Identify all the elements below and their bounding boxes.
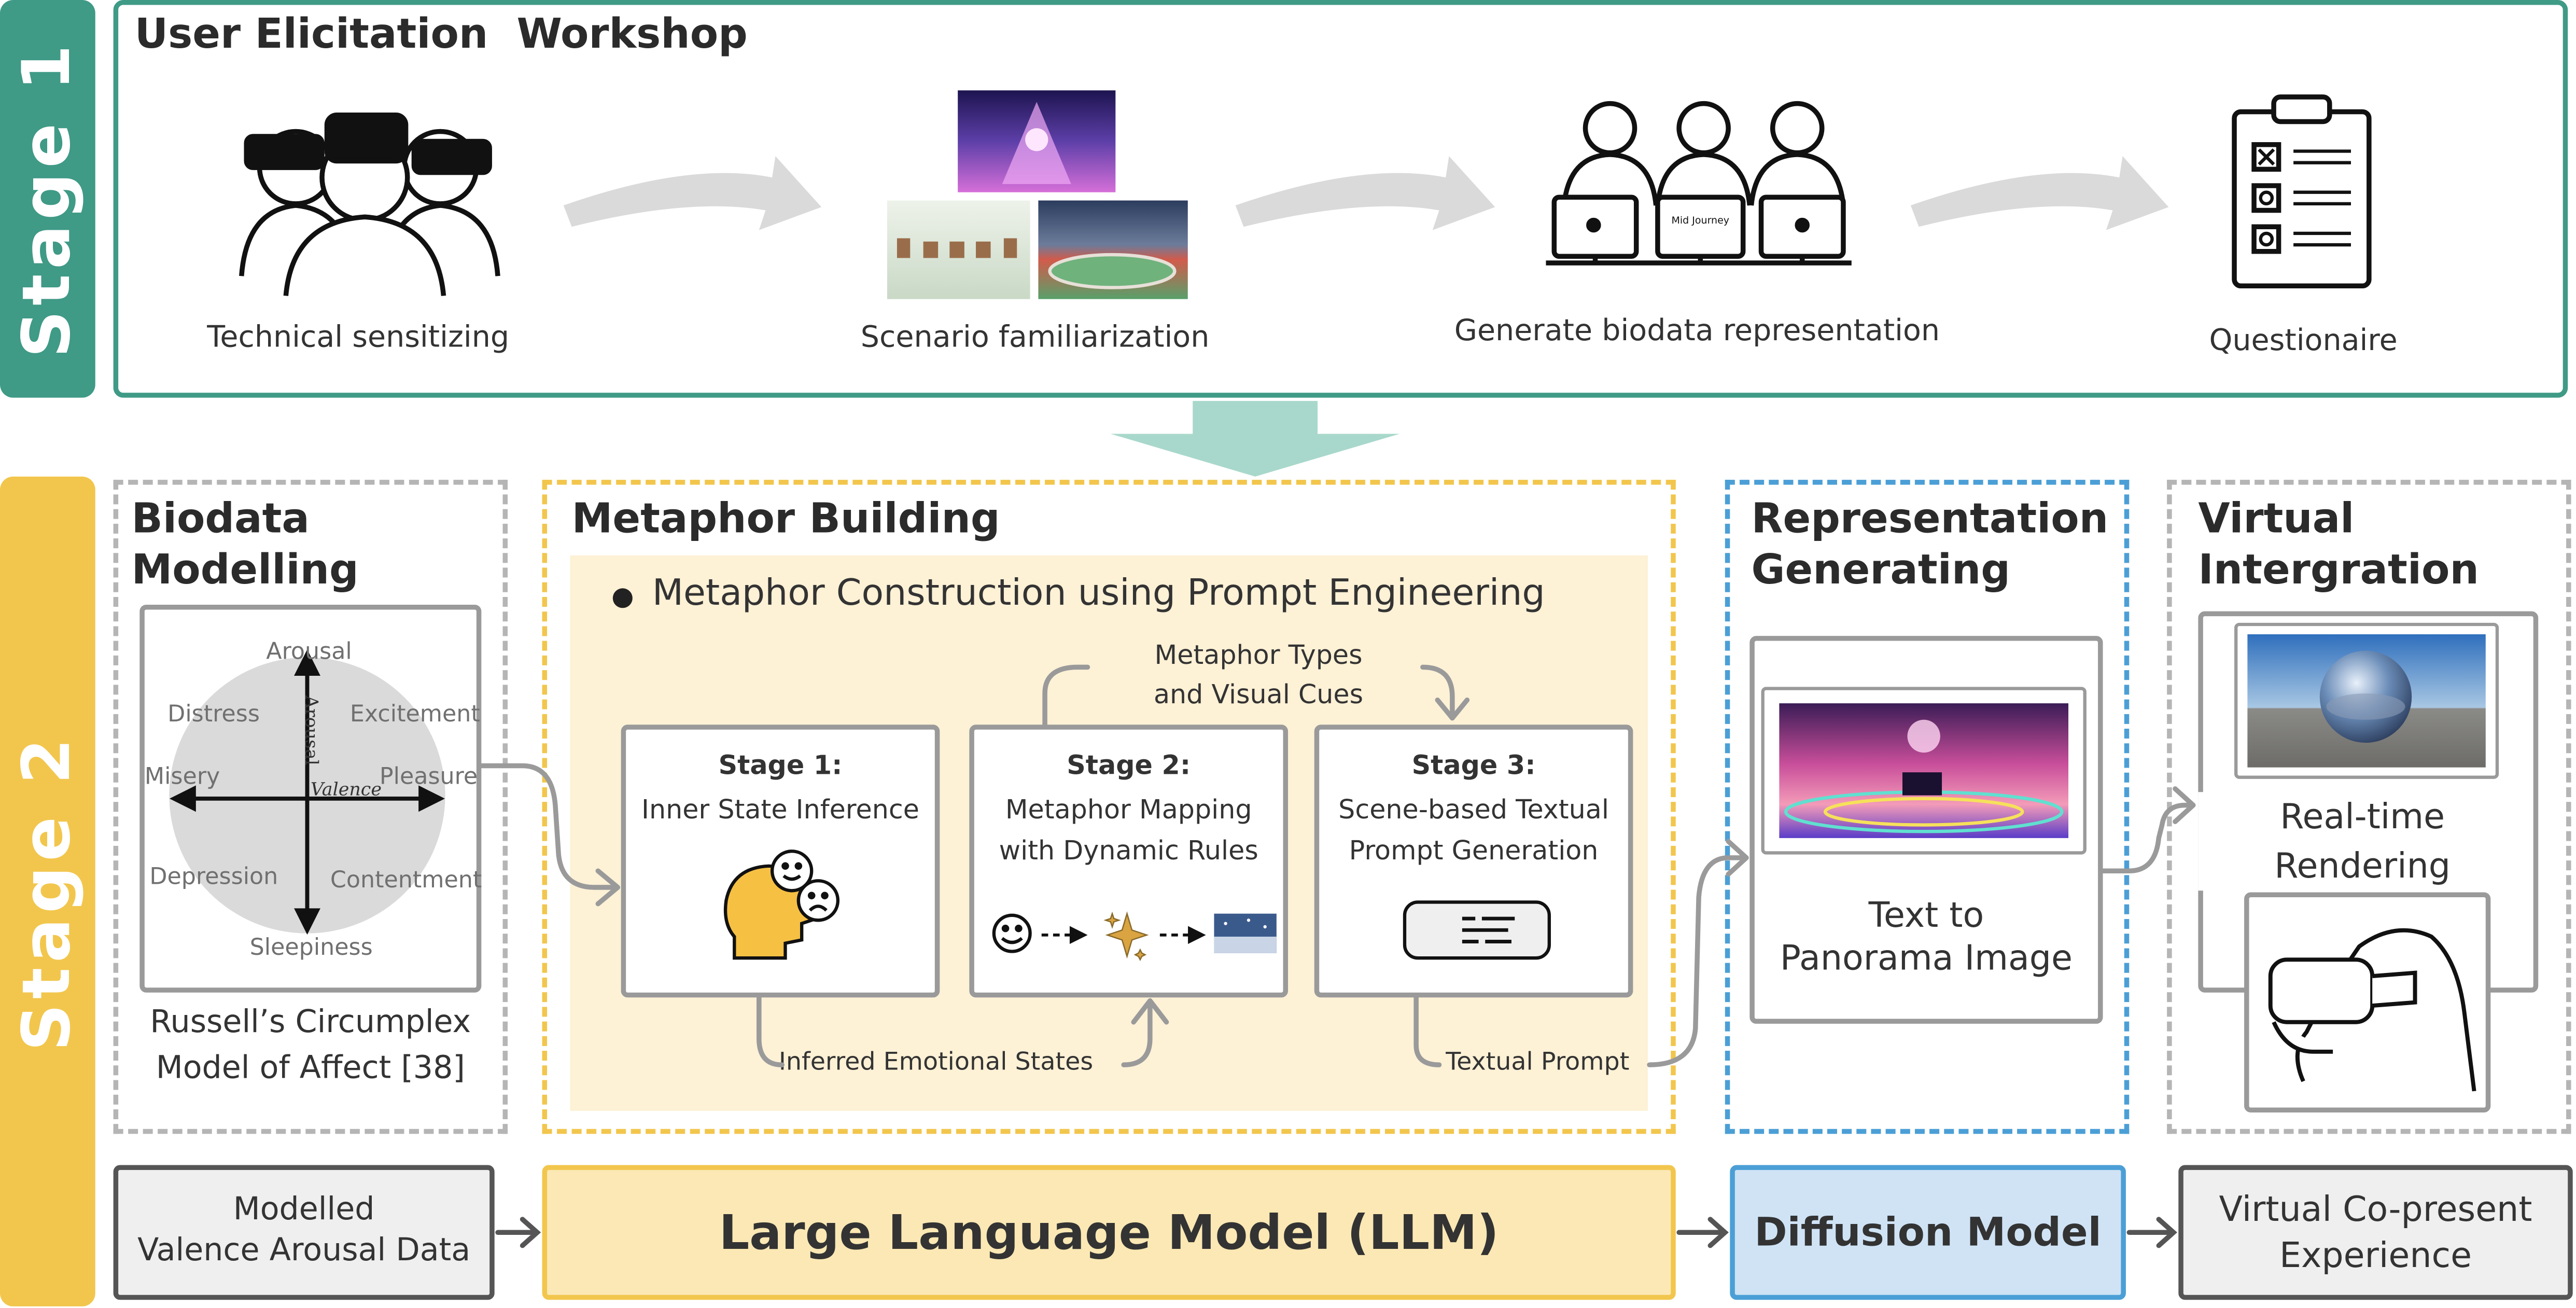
diffusion-box (1730, 1165, 2126, 1300)
vr-headset-icon (2268, 928, 2476, 1092)
scenario-stadium-image (1038, 200, 1188, 299)
arrow-llm-to-diffusion (1676, 1217, 1729, 1248)
llm-label: Large Language Model (LLM) (719, 1204, 1499, 1261)
sparkle-icon (1103, 911, 1149, 962)
connector-prompt-arrowhead (1726, 839, 1749, 877)
virtual-panel (2167, 480, 2571, 1134)
textual-prompt-label: Textual Prompt (1446, 1047, 1630, 1077)
connector-virtual-arrowhead (2173, 786, 2196, 824)
clipboard-icon (2232, 94, 2372, 289)
label-depression: Depression (149, 864, 278, 891)
smiley-icon (992, 913, 1032, 953)
connector-textual-prompt (1413, 855, 1744, 1067)
connector-inferred-arrowhead (1131, 998, 1169, 1025)
stage1-tab: Stage 1 (0, 0, 95, 398)
representation-panel (1725, 480, 2130, 1134)
metaphor-title: Metaphor Building (571, 494, 1000, 542)
virtual-title: Virtual Intergration (2198, 494, 2479, 593)
stage1-flow-arrow (563, 156, 2169, 230)
step-technical-sensitizing: Technical sensitizing (207, 320, 510, 355)
vr-people-icon (239, 113, 500, 296)
stage2-mapping-text: Metaphor Mapping with Dynamic Rules (999, 794, 1258, 866)
step-generate-biodata: Generate biodata representation (1454, 314, 1940, 349)
step-questionaire: Questionaire (2209, 324, 2398, 358)
valence-data-box (113, 1165, 495, 1300)
valence-data-label: Modelled Valence Arousal Data (137, 1191, 471, 1269)
label-distress: Distress (167, 701, 260, 728)
connector-stage1-arrowhead (595, 868, 621, 907)
stage1-inference-title: Stage 1: (718, 749, 843, 781)
arrow-diffusion-to-experience (2126, 1217, 2177, 1248)
arrow-data-to-llm (495, 1217, 541, 1248)
stage2-tab: Stage 2 (0, 476, 95, 1306)
stage-transition-arrow (1110, 401, 1400, 477)
circumplex-caption: Russell’s Circumplex Model of Affect [38… (150, 1004, 471, 1087)
biodata-title: Biodata Modelling (131, 494, 359, 593)
scenario-gallery-image (887, 200, 1030, 299)
scenario-concert-image (958, 90, 1116, 192)
inferred-states-label: Inferred Emotional States (778, 1047, 1094, 1077)
stage1-inference-text: Inner State Inference (641, 794, 919, 825)
team-monitors-icon (1546, 101, 1852, 266)
label-pleasure: Pleasure (379, 764, 478, 791)
experience-label: Virtual Co-present Experience (2219, 1189, 2532, 1275)
rendering-caption: Real-time Rendering (2198, 792, 2527, 891)
biodata-panel (113, 480, 508, 1134)
label-valence: Valence (310, 778, 382, 801)
connector-inferred-states (757, 995, 1153, 1067)
llm-box (542, 1165, 1676, 1300)
step-scenario-familiarization: Scenario familiarization (860, 320, 1210, 355)
scene-thumbnail (1214, 913, 1277, 953)
stage3-prompt-text: Scene-based Textual Prompt Generation (1338, 794, 1609, 866)
text-prompt-icon (1403, 900, 1551, 960)
prompt-engineering-heading: Metaphor Construction using Prompt Engin… (652, 573, 1545, 615)
stage1-panel (113, 0, 2568, 398)
label-sleepiness: Sleepiness (249, 935, 373, 962)
monitor-label: Mid Journey (1671, 215, 1730, 227)
label-excitement: Excitement (349, 701, 480, 728)
connector-circumplex-to-stage1 (479, 763, 617, 890)
label-arousal: Arousal (266, 639, 352, 666)
representation-title: Representation Generating (1751, 494, 2109, 593)
connector-metaphor-types (1042, 664, 1455, 728)
stage1-title: User Elicitation Workshop (134, 10, 748, 58)
connector-panorama-to-virtual (2100, 802, 2194, 874)
connector-metaphor-types-arrowhead (1435, 697, 1470, 721)
stage2-mapping-title: Stage 2: (1067, 749, 1191, 781)
label-misery: Misery (144, 764, 220, 791)
metaphor-panel (542, 480, 1676, 1134)
head-emotion-icon (723, 850, 840, 960)
experience-box (2178, 1165, 2573, 1300)
stage3-prompt-title: Stage 3: (1411, 749, 1536, 781)
label-contentment: Contentment (330, 867, 482, 894)
diffusion-label: Diffusion Model (1754, 1209, 2102, 1256)
panorama-caption: Text to Panorama Image (1780, 895, 2073, 978)
mapping-arrow (1041, 926, 1206, 944)
bullet-dot (612, 588, 633, 608)
metaphor-types-label: Metaphor Types and Visual Cues (1153, 639, 1364, 710)
